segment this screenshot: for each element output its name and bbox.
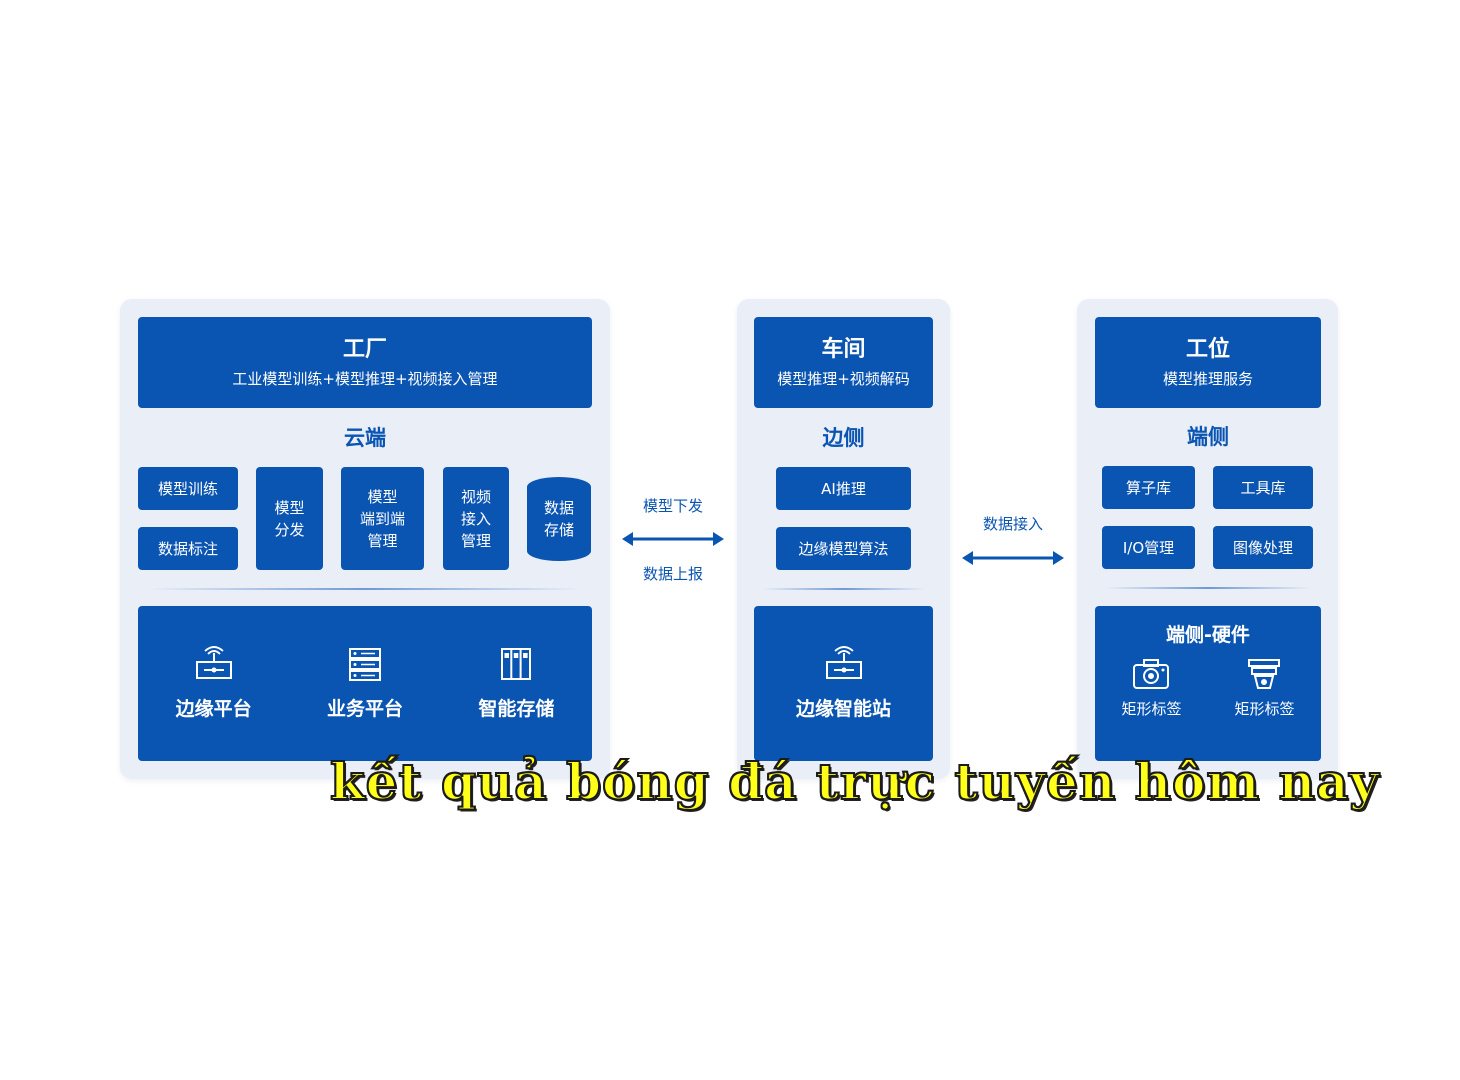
- platform-business-label: 业务平台: [326, 697, 403, 720]
- workshop-header: 车间 模型推理+视频解码: [754, 317, 933, 408]
- server-icon: [348, 647, 381, 681]
- module-ai-inference: AI推理: [776, 467, 911, 510]
- bidirectional-arrow-icon: [622, 532, 724, 546]
- module-image-processing: 图像处理: [1213, 526, 1313, 569]
- camera-icon: [1133, 659, 1170, 689]
- factory-divider: [150, 588, 580, 590]
- module-video-access: 视频 接入 管理: [443, 467, 509, 570]
- edge-station-label: 边缘智能站: [795, 697, 891, 720]
- overlay-caption: kết quả bóng đá trực tuyến hôm nay: [329, 751, 1380, 812]
- module-tool-library: 工具库: [1213, 466, 1313, 509]
- module-video-line: 管理: [460, 531, 491, 550]
- module-data-storage: 数据 存储: [527, 477, 591, 561]
- platform-business: 业务平台: [327, 646, 403, 722]
- end-hardware: 端侧-硬件 矩形标签 矩形标签: [1095, 606, 1321, 761]
- hardware-camera-label: 矩形标签: [1121, 700, 1182, 718]
- hardware-sensor-label: 矩形标签: [1234, 700, 1295, 718]
- factory-platforms: 边缘平台 业务平台 智能存储: [138, 606, 592, 761]
- factory-subtitle: 工业模型训练+模型推理+视频接入管理: [232, 369, 498, 388]
- hardware-items: 矩形标签 矩形标签: [1095, 658, 1321, 720]
- platform-edge: 边缘平台: [175, 645, 252, 722]
- module-data-labeling: 数据标注: [138, 527, 238, 570]
- bidirectional-arrow-icon: [962, 551, 1064, 565]
- cloud-section-title: 云端: [344, 426, 386, 450]
- industrial-camera-icon: [1248, 659, 1281, 689]
- module-model-distribution: 模型 分发: [256, 467, 323, 570]
- link-bottom-label: 数据上报: [642, 565, 703, 583]
- factory-header: 工厂 工业模型训练+模型推理+视频接入管理: [138, 317, 592, 408]
- workstation-divider: [1105, 587, 1311, 589]
- module-video-line: 视频: [460, 487, 491, 506]
- end-hardware-title: 端侧-硬件: [1166, 624, 1250, 646]
- module-storage-line: 数据: [543, 499, 574, 517]
- module-model-distribution-line: 模型: [274, 498, 305, 517]
- edge-station: 边缘智能站: [754, 606, 933, 761]
- hardware-camera: 矩形标签: [1121, 658, 1182, 720]
- link-top-label: 数据接入: [982, 515, 1043, 533]
- module-video-line: 接入: [460, 509, 491, 528]
- edge-section-title: 边侧: [822, 426, 865, 450]
- module-e2e-management: 模型 端到端 管理: [341, 467, 424, 570]
- platform-storage: 智能存储: [478, 646, 554, 722]
- platform-edge-label: 边缘平台: [175, 697, 252, 720]
- module-edge-algorithm: 边缘模型算法: [776, 527, 911, 570]
- storage-cabinet-icon: [501, 647, 532, 680]
- module-model-training: 模型训练: [138, 467, 238, 510]
- link-top-label: 模型下发: [642, 497, 703, 515]
- router-icon: [195, 645, 232, 679]
- module-e2e-line: 管理: [367, 531, 398, 550]
- end-section-title: 端侧: [1187, 425, 1229, 449]
- router-icon: [825, 645, 862, 679]
- module-operator-library: 算子库: [1102, 466, 1195, 509]
- workstation-subtitle: 模型推理服务: [1162, 369, 1253, 388]
- factory-title: 工厂: [342, 336, 387, 362]
- workstation-title: 工位: [1185, 336, 1230, 362]
- platform-storage-label: 智能存储: [478, 697, 555, 720]
- module-e2e-line: 端到端: [359, 509, 405, 528]
- module-model-distribution-line: 分发: [274, 520, 305, 539]
- hardware-sensor: 矩形标签: [1234, 658, 1295, 720]
- workshop-title: 车间: [821, 336, 866, 362]
- workshop-divider: [764, 588, 924, 590]
- workshop-subtitle: 模型推理+视频解码: [777, 369, 910, 388]
- module-io-management: I/O管理: [1102, 526, 1195, 569]
- module-storage-line: 存储: [543, 521, 574, 539]
- module-e2e-line: 模型: [367, 487, 398, 506]
- workstation-header: 工位 模型推理服务: [1095, 317, 1321, 408]
